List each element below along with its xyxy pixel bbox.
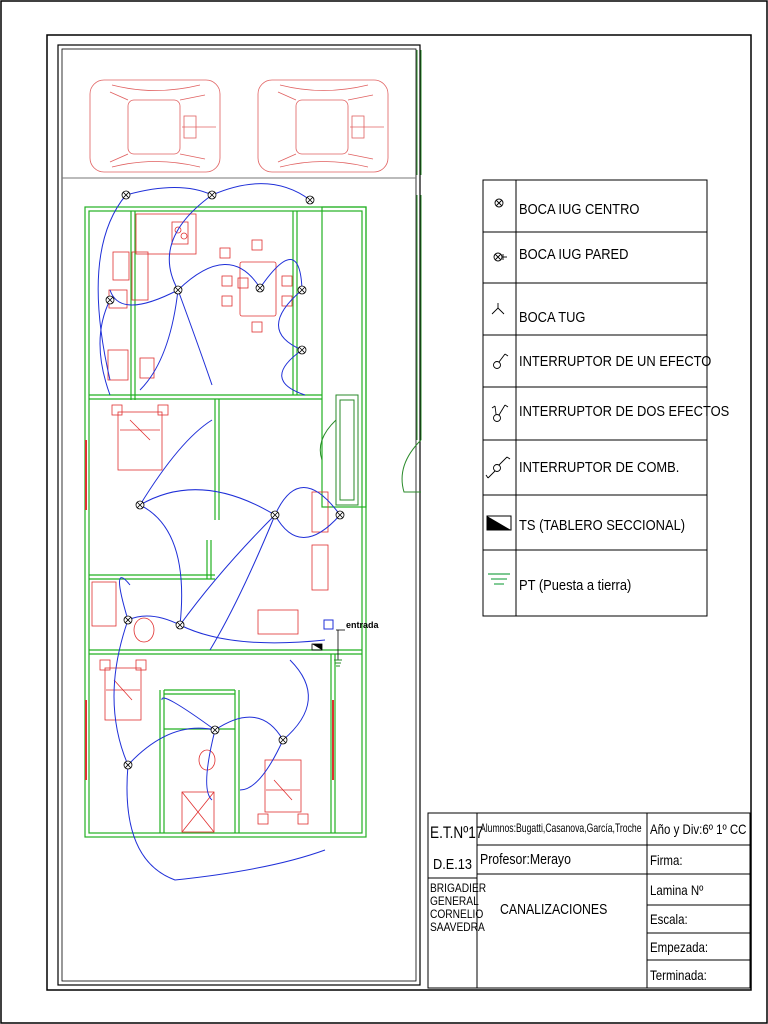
interruptor-comb-icon <box>485 456 511 479</box>
tablero-seccional-icon <box>486 515 512 531</box>
legend-label-boca-iug-centro: BOCA IUG CENTRO <box>519 201 640 218</box>
furniture <box>85 213 334 833</box>
legend-label-boca-tug: BOCA TUG <box>519 309 586 326</box>
legend-label-interruptor-dos-efectos: INTERRUPTOR DE DOS EFECTOS <box>519 403 730 420</box>
school-line-1: E.T.Nº17 <box>430 823 484 842</box>
legend-label-puesta-a-tierra: PT (Puesta a tierra) <box>519 577 632 594</box>
drawing-frame <box>46 34 752 991</box>
drawing-title: CANALIZACIONES <box>500 901 608 918</box>
legend-label-interruptor-comb: INTERRUPTOR DE COMB. <box>519 459 680 476</box>
school-name: BRIGADIER GENERAL CORNELIO SAAVEDRA <box>430 881 487 934</box>
walls <box>84 206 367 838</box>
boca-iug-centro-icon <box>494 198 504 208</box>
plan-frame <box>57 44 421 986</box>
firma: Firma: <box>650 852 683 868</box>
puesta-a-tierra-icon <box>488 573 510 585</box>
wiring-circuits <box>97 183 341 881</box>
terminada: Terminada: <box>650 967 707 983</box>
boca-tug-icon <box>491 303 505 315</box>
car-left <box>89 79 221 173</box>
year-division: Año y Div:6º 1º CC <box>650 821 747 837</box>
legend-table <box>482 179 708 617</box>
car-right <box>257 79 389 173</box>
legend-label-boca-iug-pared: BOCA IUG PARED <box>519 246 629 263</box>
entrance-panel <box>311 619 345 667</box>
porch <box>319 394 359 506</box>
plan-frame-inner <box>61 48 417 982</box>
interruptor-dos-efectos-icon <box>491 404 509 422</box>
boca-iug-pared-icon <box>493 252 507 262</box>
professor: Profesor:Merayo <box>480 851 571 868</box>
legend-label-interruptor-un-efecto: INTERRUPTOR DE UN EFECTO <box>519 353 712 370</box>
school-line-2: D.E.13 <box>433 856 472 873</box>
fence <box>401 50 422 493</box>
entrance-label: entrada <box>346 620 379 630</box>
legend-label-tablero-seccional: TS (TABLERO SECCIONAL) <box>519 517 686 534</box>
empezada: Empezada: <box>650 939 709 955</box>
title-block <box>427 812 751 989</box>
light-points <box>105 190 345 770</box>
escala: Escala: <box>650 911 688 927</box>
lamina: Lamina Nº <box>650 882 704 898</box>
interruptor-un-efecto-icon <box>493 353 509 369</box>
students: Alumnos:Bugatti,Casanova,García,Troche <box>480 821 642 835</box>
